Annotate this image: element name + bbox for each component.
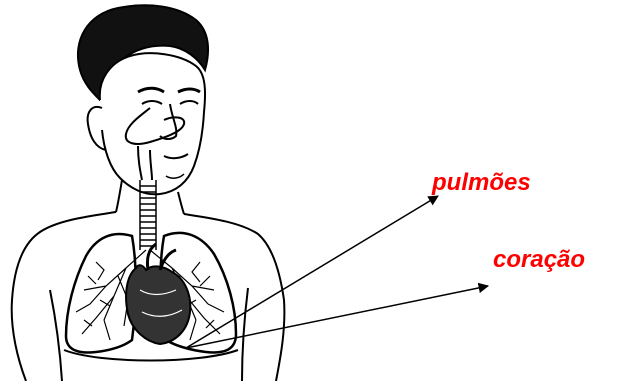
- arm-right: [242, 288, 248, 381]
- label-pulmoes: pulmões: [432, 171, 531, 195]
- neck-left: [116, 180, 122, 212]
- arm-left: [50, 290, 62, 381]
- label-coracao: coração: [493, 248, 585, 272]
- neck-right: [178, 192, 184, 214]
